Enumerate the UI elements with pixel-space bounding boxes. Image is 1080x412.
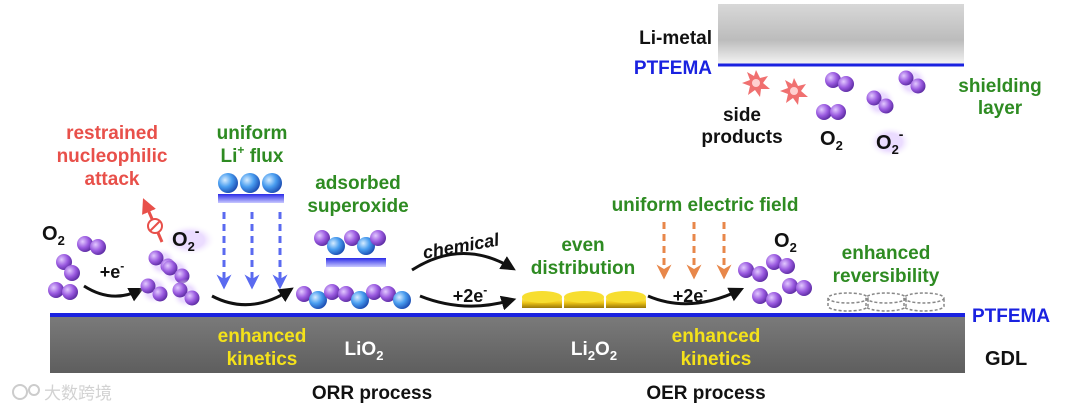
- svg-text:O2-: O2-: [876, 126, 904, 157]
- o2-right-label: O2: [774, 230, 797, 255]
- layer-label: layer: [978, 98, 1023, 119]
- o2-minus-cluster: [139, 247, 201, 309]
- prohibited-icon: [147, 218, 163, 234]
- o2-molecule-group: [738, 254, 812, 308]
- adsorbed-label: adsorbed: [315, 173, 401, 194]
- orr-process-label: ORR process: [312, 383, 432, 404]
- li2o2-discs: [522, 291, 646, 308]
- enhanced-kinetics-orr-line1: enhanced: [218, 326, 307, 347]
- distribution-label: distribution: [531, 258, 635, 279]
- o2-molecule: [825, 72, 854, 92]
- reversibility-label: reversibility: [833, 266, 940, 287]
- chemical-arrow: [411, 252, 516, 272]
- o2-minus-molecule: [896, 66, 928, 98]
- plus-2e-label: +2e-: [453, 283, 488, 306]
- oxidation-arrow: [647, 287, 745, 306]
- li2o2-label: Li2O2: [571, 339, 617, 363]
- enhanced-label: enhanced: [842, 243, 931, 264]
- li-metal-label: Li-metal: [639, 28, 712, 49]
- gdl-label: GDL: [985, 348, 1027, 370]
- li-flux-reaction-arrow: [211, 287, 294, 307]
- uniform-label: uniform: [217, 123, 288, 144]
- watermark-logo: 大数跨境: [12, 384, 112, 404]
- products-label: products: [701, 127, 782, 148]
- attack-label: attack: [85, 169, 140, 190]
- o2-molecule-group: [48, 236, 106, 300]
- ptfema-bottom-layer: [50, 313, 965, 317]
- side-product-burst: [780, 78, 808, 105]
- watermark-text: 大数跨境: [44, 384, 112, 404]
- ptfema-top-label: PTFEMA: [634, 58, 712, 79]
- reduction-arrow: [83, 284, 145, 302]
- o2-molecule: [816, 104, 846, 120]
- o2-minus-top-label: O2-: [868, 126, 912, 158]
- plus-2e-oer-label: +2e-: [673, 283, 708, 306]
- o2-minus-molecule: [864, 86, 896, 118]
- li-metal-block: [718, 4, 964, 64]
- li-flux-arrows: [216, 212, 288, 290]
- lio2-label: LiO2: [345, 339, 384, 363]
- superoxide-label: superoxide: [307, 196, 408, 217]
- enhanced-kinetics-orr-line2: kinetics: [227, 349, 298, 370]
- svg-text:O2-: O2-: [172, 223, 200, 254]
- electrochemical-arrow: [419, 294, 517, 311]
- nucleophilic-label: nucleophilic: [57, 146, 168, 167]
- enhanced-kinetics-oer-line2: kinetics: [681, 349, 752, 370]
- li-flux-label: Li+ flux: [221, 143, 284, 167]
- electric-field-arrows: [656, 222, 732, 280]
- adsorbed-superoxide-icon: [314, 230, 386, 267]
- e-minus-label: +e-: [100, 259, 125, 282]
- empty-disc-outlines: [827, 292, 945, 312]
- restrained-label: restrained: [66, 123, 158, 144]
- side-product-burst: [742, 70, 770, 97]
- side-label: side: [723, 105, 761, 126]
- uniform-field-label: uniform electric field: [612, 195, 799, 216]
- oer-process-label: OER process: [646, 383, 765, 404]
- o2-top-label: O2: [820, 128, 843, 153]
- gdl-block: [50, 317, 965, 373]
- o2-minus-label: O2-: [164, 223, 216, 256]
- shielding-label: shielding: [958, 76, 1041, 97]
- o2-left-label: O2: [42, 223, 65, 248]
- lio2-deposits: [296, 284, 411, 309]
- even-label: even: [561, 235, 604, 256]
- enhanced-kinetics-oer-line1: enhanced: [672, 326, 761, 347]
- ptfema-bottom-label: PTFEMA: [972, 306, 1050, 327]
- li-ion-cluster: [218, 173, 284, 203]
